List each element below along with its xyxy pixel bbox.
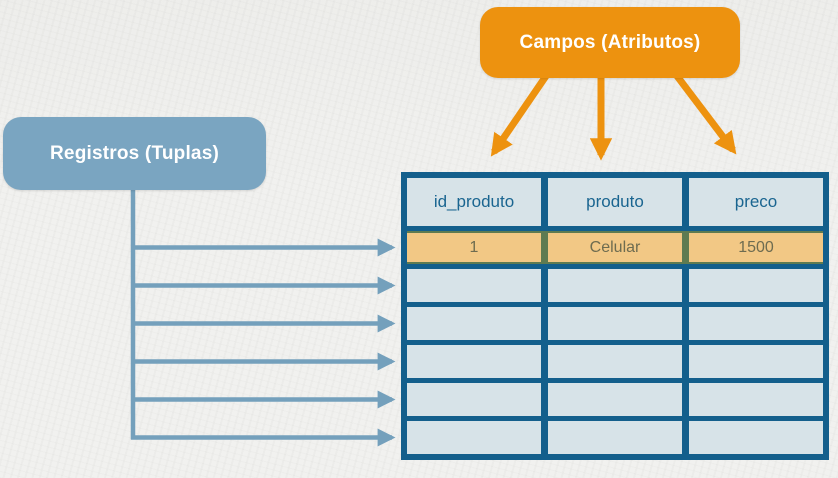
product-table: id_produto produto preco 1 Celular 1500 <box>401 172 829 460</box>
campos-arrows <box>490 73 737 161</box>
registros-tuplas-label: Registros (Tuplas) <box>50 142 219 164</box>
registros-arrows <box>130 188 396 447</box>
table-cell-empty <box>407 345 541 378</box>
campos-atributos-label: Campos (Atributos) <box>519 31 701 53</box>
campos-atributos-box: Campos (Atributos) <box>480 7 740 78</box>
table-row-empty <box>407 421 823 454</box>
registros-tuplas-box: Registros (Tuplas) <box>3 117 266 190</box>
table-cell-empty <box>548 269 682 302</box>
table-cell-empty <box>689 307 823 340</box>
table-row-highlighted: 1 Celular 1500 <box>407 231 823 264</box>
campos-arrow-col1 <box>490 74 549 157</box>
table-cell-empty <box>689 269 823 302</box>
table-cell-empty <box>407 307 541 340</box>
table-row-empty <box>407 345 823 378</box>
table-row-empty <box>407 383 823 416</box>
table-cell-empty <box>548 307 682 340</box>
header-cell-preco: preco <box>689 178 823 226</box>
table-cell-empty <box>548 421 682 454</box>
table-header-row: id_produto produto preco <box>407 178 823 226</box>
table-row-empty <box>407 307 823 340</box>
table-cell-empty <box>689 345 823 378</box>
cell-preco-value: 1500 <box>689 233 823 262</box>
table-cell-empty <box>407 383 541 416</box>
table-cell-empty <box>407 421 541 454</box>
cell-id-produto-value: 1 <box>407 233 541 262</box>
table-cell-empty <box>548 345 682 378</box>
header-cell-produto: produto <box>548 178 682 226</box>
table-cell-empty <box>689 383 823 416</box>
campos-arrow-col3 <box>674 73 737 155</box>
table-cell-empty <box>548 383 682 416</box>
header-cell-id-produto: id_produto <box>407 178 541 226</box>
table-row-empty <box>407 269 823 302</box>
table-cell-empty <box>689 421 823 454</box>
cell-produto-value: Celular <box>548 233 682 262</box>
table-cell-empty <box>407 269 541 302</box>
